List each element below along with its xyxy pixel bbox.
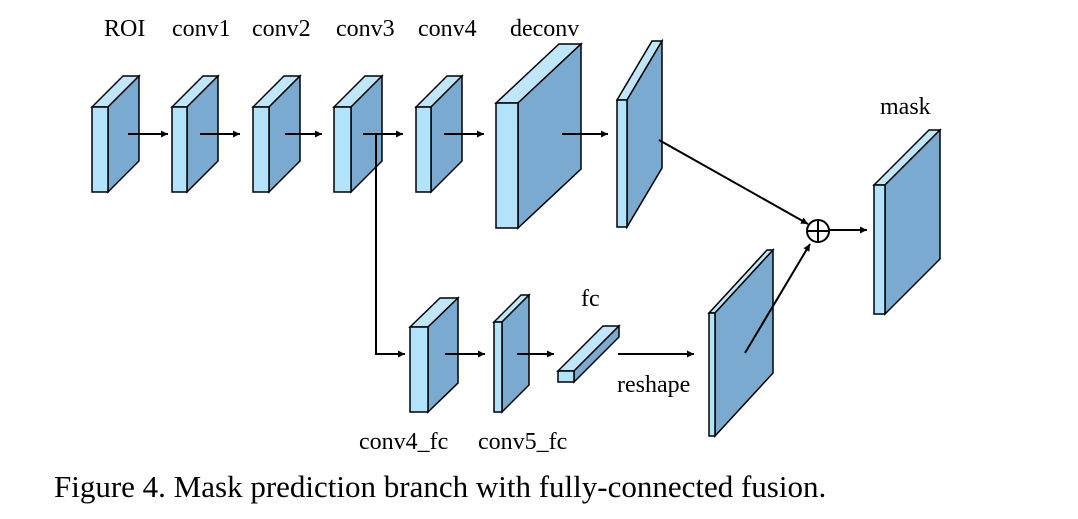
label-conv1: conv1	[172, 16, 231, 42]
block-conv1	[170, 74, 220, 194]
figure-caption: Figure 4. Mask prediction branch with fu…	[54, 469, 826, 504]
label-roi: ROI	[104, 16, 145, 42]
fusion-node	[806, 219, 830, 243]
block-deconv	[494, 42, 583, 230]
label-conv4-fc: conv4_fc	[359, 429, 448, 455]
block-reshape	[707, 248, 775, 438]
block-roi	[90, 74, 141, 194]
block-mask	[872, 128, 942, 316]
label-conv3: conv3	[336, 16, 395, 42]
edge-conv3-conv4fc	[375, 134, 405, 358]
label-deconv: deconv	[510, 16, 579, 42]
block-conv2	[251, 74, 302, 194]
label-reshape: reshape	[617, 372, 690, 398]
label-fc: fc	[581, 286, 600, 312]
edges	[128, 130, 867, 358]
label-conv4: conv4	[418, 16, 477, 42]
label-mask: mask	[880, 94, 931, 120]
label-conv2: conv2	[252, 16, 311, 42]
edge-reshape-fusion	[744, 243, 811, 354]
label-conv5-fc: conv5_fc	[478, 429, 567, 455]
edge-deconv2-fusion	[658, 139, 809, 225]
block-deconv2	[615, 38, 664, 230]
block-conv5-fc	[492, 293, 531, 414]
block-fc	[556, 324, 621, 384]
block-conv4-fc	[408, 296, 460, 414]
